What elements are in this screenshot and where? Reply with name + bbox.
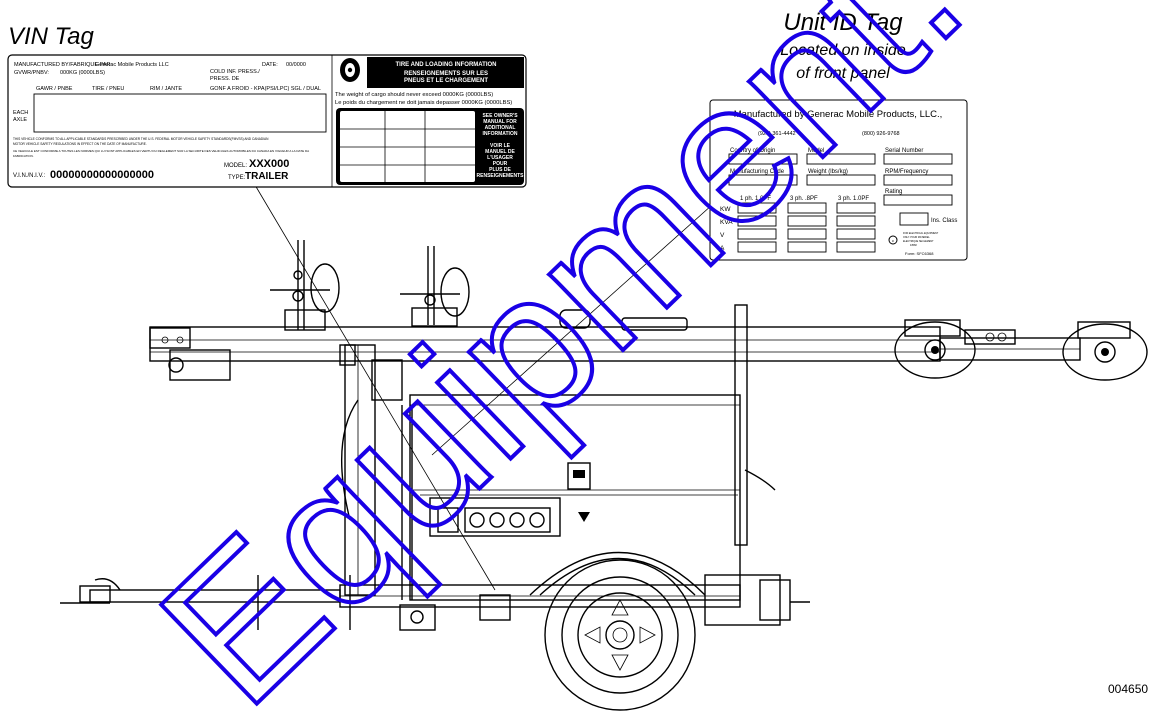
svg-text:PNEUS ET LE CHARGEMENT: PNEUS ET LE CHARGEMENT xyxy=(404,78,488,84)
svg-text:RENSEIGNEMENTS: RENSEIGNEMENTS xyxy=(477,173,525,179)
svg-text:MANUEL DE: MANUEL DE xyxy=(485,149,515,155)
svg-text:Le poids du chargement ne doit: Le poids du chargement ne doit jamais de… xyxy=(335,100,512,106)
svg-text:(920) 361-4442: (920) 361-4442 xyxy=(758,131,796,137)
svg-text:MOTOR VEHICLE SAFETY REGULATIO: MOTOR VEHICLE SAFETY REGULATIONS IN EFFE… xyxy=(13,142,147,146)
svg-text:MANUFACTURED BY/FABRIQUE PAR:: MANUFACTURED BY/FABRIQUE PAR: xyxy=(14,62,112,68)
svg-text:Rating: Rating xyxy=(885,189,902,195)
svg-text:c: c xyxy=(892,238,894,243)
unit-tag-subtitle-line-1: Located on inside xyxy=(780,42,906,59)
svg-text:AXLE: AXLE xyxy=(13,117,27,123)
unit-tag-leader-line xyxy=(431,204,713,456)
svg-text:KVA: KVA xyxy=(720,219,733,226)
svg-text:ADDITIONAL: ADDITIONAL xyxy=(485,125,516,131)
svg-text:DATE:: DATE: xyxy=(262,62,278,68)
vin-tag: MANUFACTURED BY/FABRIQUE PAR: Generac Mo… xyxy=(7,54,527,188)
svg-text:Manufacturing Code: Manufacturing Code xyxy=(730,169,785,175)
light-tower-trailer-drawing xyxy=(60,240,1148,711)
svg-text:The weight of cargo should nev: The weight of cargo should never exceed … xyxy=(335,92,493,98)
svg-text:SEE OWNER'S: SEE OWNER'S xyxy=(482,113,518,119)
figure-number: 004650 xyxy=(1108,682,1148,696)
svg-text:L'USAGER: L'USAGER xyxy=(487,155,513,161)
vin-tag-title: VIN Tag xyxy=(8,23,94,50)
svg-text:Country of Origin: Country of Origin xyxy=(730,148,775,154)
svg-text:ELECTRIQUE SEULEMENT: ELECTRIQUE SEULEMENT xyxy=(903,240,934,243)
svg-text:ONLY. POUR MATERIEL: ONLY. POUR MATERIEL xyxy=(903,236,930,239)
svg-text:3 ph. .8PF: 3 ph. .8PF xyxy=(790,196,818,202)
svg-text:000KG (0000LBS): 000KG (0000LBS) xyxy=(60,70,105,76)
svg-text:CE VEHICULE EST CONFORME A TOU: CE VEHICULE EST CONFORME A TOUTES LES NO… xyxy=(13,149,309,153)
svg-text:TIRE / PNEU: TIRE / PNEU xyxy=(92,86,124,92)
svg-text:MODEL:: MODEL: xyxy=(224,163,247,169)
svg-text:RENSEIGNEMENTS SUR LES: RENSEIGNEMENTS SUR LES xyxy=(404,71,488,77)
svg-text:PRESS. DE: PRESS. DE xyxy=(210,76,240,82)
svg-text:GAWR / PNBE: GAWR / PNBE xyxy=(36,86,73,92)
svg-text:Form: SFC6368: Form: SFC6368 xyxy=(905,251,934,256)
certification-mark-icon: c xyxy=(888,235,898,245)
svg-text:TIRE AND LOADING INFORMATION: TIRE AND LOADING INFORMATION xyxy=(396,62,497,68)
svg-text:INFORMATION: INFORMATION xyxy=(483,131,518,137)
svg-text:43568: 43568 xyxy=(910,244,917,247)
svg-text:PLUS DE: PLUS DE xyxy=(489,167,511,173)
svg-text:1 ph. 1.0PF: 1 ph. 1.0PF xyxy=(740,196,771,202)
svg-text:Serial Number: Serial Number xyxy=(885,148,923,154)
svg-text:RPM/Frequency: RPM/Frequency xyxy=(885,169,928,175)
svg-text:Model: Model xyxy=(808,148,824,154)
svg-text:EACH: EACH xyxy=(13,110,28,116)
unit-tag-subtitle-line-2: of front panel xyxy=(796,65,890,82)
svg-text:FOR ELECTRICAL EQUIPMENT: FOR ELECTRICAL EQUIPMENT xyxy=(903,232,939,235)
vin-tag-leader-line xyxy=(254,184,496,591)
svg-text:GONF A FROID - KPA(PSI/LPC) SG: GONF A FROID - KPA(PSI/LPC) SGL / DUAL xyxy=(210,86,321,92)
svg-text:VOIR LE: VOIR LE xyxy=(490,143,511,149)
vin-tag-model: XXX000 xyxy=(249,158,289,170)
svg-text:00/0000: 00/0000 xyxy=(286,62,306,68)
svg-text:(800) 926-9768: (800) 926-9768 xyxy=(862,131,900,137)
svg-text:KW: KW xyxy=(720,206,731,213)
svg-text:Weight (lbs/kg): Weight (lbs/kg) xyxy=(808,169,848,175)
svg-text:RIM / JANTE: RIM / JANTE xyxy=(150,86,182,92)
svg-text:POUR: POUR xyxy=(493,161,508,167)
svg-text:THIS VEHICLE CONFORMS TO ALL A: THIS VEHICLE CONFORMS TO ALL APPLICABLE … xyxy=(13,137,269,141)
svg-text:V: V xyxy=(720,232,725,239)
svg-text:GVWR/PNBV:: GVWR/PNBV: xyxy=(14,70,49,76)
svg-text:Manufactured by Generac Mobile: Manufactured by Generac Mobile Products,… xyxy=(734,109,943,120)
svg-text:V.I.N./N.I.V.:: V.I.N./N.I.V.: xyxy=(13,173,46,179)
vin-number: 00000000000000000 xyxy=(50,169,154,181)
svg-text:FABRICATION.: FABRICATION. xyxy=(13,154,34,158)
tire-icon xyxy=(340,58,360,82)
unit-id-tag: Manufactured by Generac Mobile Products,… xyxy=(709,99,968,261)
vin-tag-type: TRAILER xyxy=(245,171,289,182)
svg-text:A: A xyxy=(720,245,725,252)
svg-text:COLD INF. PRESS./: COLD INF. PRESS./ xyxy=(210,69,260,75)
svg-text:Generac Mobile Products LLC: Generac Mobile Products LLC xyxy=(95,62,169,68)
svg-text:Ins. Class: Ins. Class xyxy=(931,218,957,224)
unit-tag-title: Unit ID Tag xyxy=(783,9,903,36)
svg-text:TYPE:: TYPE: xyxy=(228,175,246,181)
svg-text:3 ph. 1.0PF: 3 ph. 1.0PF xyxy=(838,196,869,202)
svg-text:MANUAL FOR: MANUAL FOR xyxy=(483,119,517,125)
